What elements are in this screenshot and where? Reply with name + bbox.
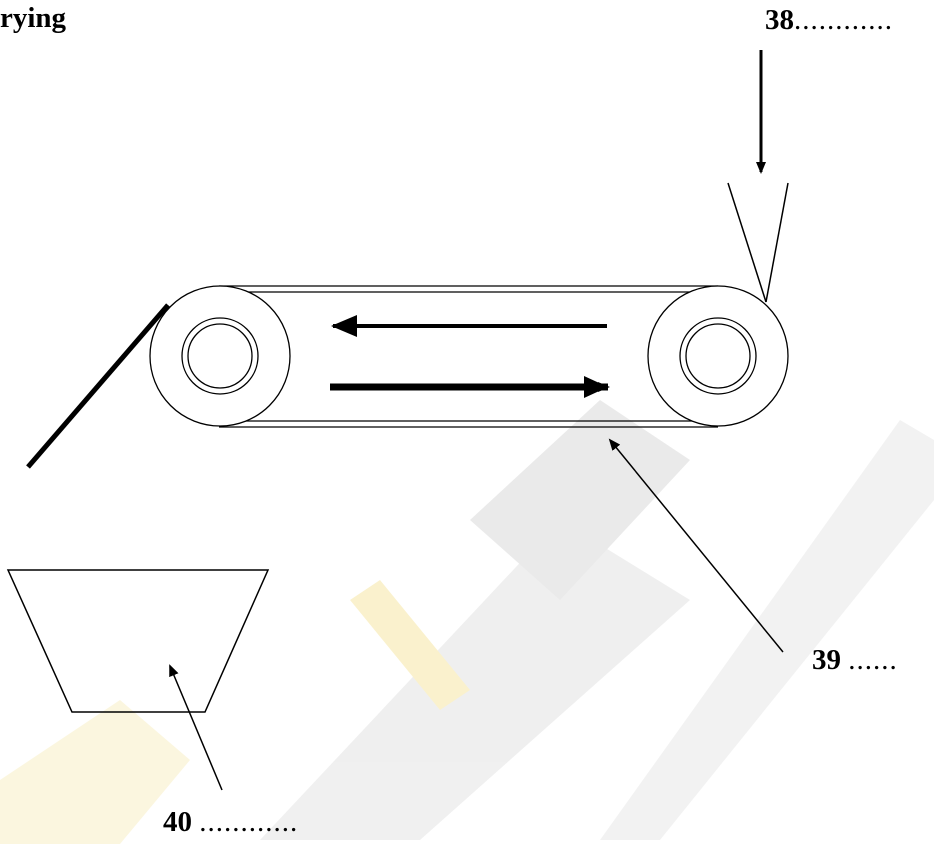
label-38-blank: ............ [794,4,893,36]
watermark-corner [0,700,190,844]
carry-arrow-head [584,376,608,398]
pointer-39 [608,438,784,653]
feed-chute [727,182,789,303]
collection-bin [6,569,270,713]
watermark-block [470,400,690,600]
pointer-40 [169,664,223,791]
watermark-band [260,520,690,840]
label-40-number: 40 [163,806,192,838]
discharge-ramp [26,303,170,469]
label-38: 38............ [765,4,893,37]
right-pulley [647,285,789,427]
label-40-blank: ............ [199,806,299,838]
label-40: 40 ............ [163,806,298,839]
conveyor-belt [219,285,718,428]
watermark [0,400,934,844]
left-pulley [149,285,291,427]
watermark-stripe [600,420,934,840]
label-38-number: 38 [765,4,794,36]
watermark-accent [350,580,470,710]
label-39-number: 39 [812,644,841,676]
label-39: 39 ...... [812,644,898,677]
label-39-blank: ...... [848,644,898,676]
section-heading: rying [0,2,67,34]
